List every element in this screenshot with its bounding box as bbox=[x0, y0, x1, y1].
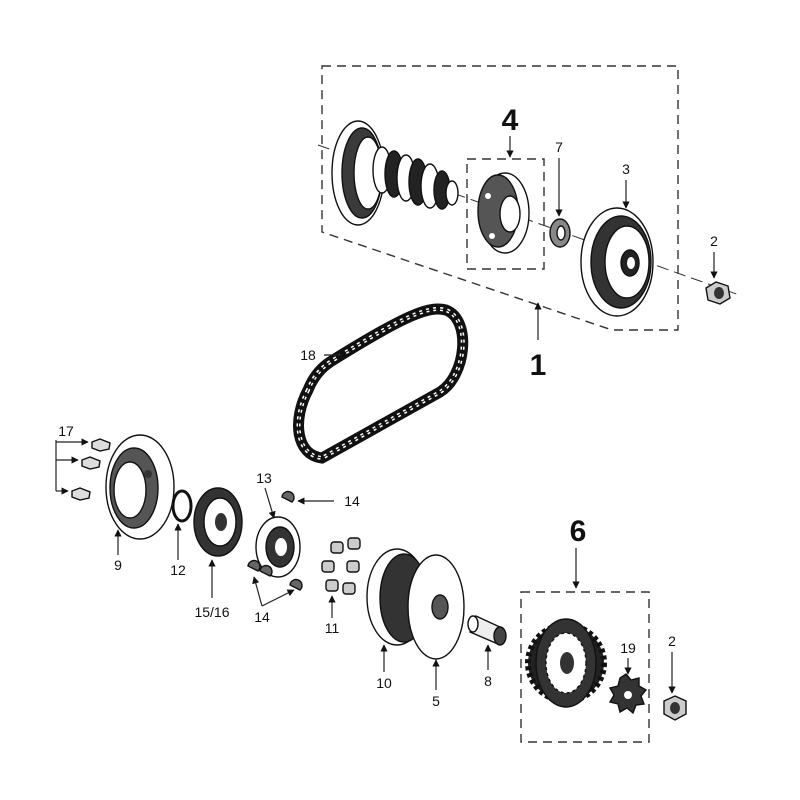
callout-14-bottom: 14 bbox=[254, 609, 270, 625]
callout-17: 17 bbox=[58, 423, 74, 439]
slider-14-set bbox=[247, 490, 303, 591]
callout-3: 3 bbox=[622, 161, 630, 177]
callout-14-top: 14 bbox=[344, 493, 360, 509]
callout-12: 12 bbox=[170, 562, 186, 578]
nut-2-top bbox=[705, 281, 731, 305]
callout-4: 4 bbox=[502, 104, 519, 137]
washer-7 bbox=[549, 218, 571, 248]
driven-pulley-with-spring bbox=[331, 120, 459, 226]
roller-weights-11 bbox=[321, 537, 361, 595]
nut-2-bottom bbox=[663, 695, 687, 721]
callout-9: 9 bbox=[114, 557, 122, 573]
variator-cover-9 bbox=[105, 434, 175, 540]
callout-8: 8 bbox=[484, 673, 492, 689]
starter-gear-19 bbox=[608, 673, 648, 715]
callout-1: 1 bbox=[530, 349, 547, 382]
movable-pulley-5 bbox=[407, 554, 465, 660]
callout-19: 19 bbox=[620, 640, 636, 656]
callout-numbers: 4 7 3 2 1 18 17 13 14 9 12 15/16 14 11 1… bbox=[58, 104, 718, 709]
leader-lines bbox=[55, 136, 718, 694]
bush-8 bbox=[467, 615, 507, 646]
callout-15-16: 15/16 bbox=[194, 604, 229, 620]
screw-17-set bbox=[71, 438, 111, 501]
assembly-4-dashed-box bbox=[466, 158, 545, 270]
callout-2-top: 2 bbox=[710, 233, 718, 249]
ramp-plate-13 bbox=[255, 516, 301, 578]
assembly-1-dashed-box bbox=[321, 65, 679, 331]
ramp-plate-15-16 bbox=[193, 487, 243, 557]
callout-10: 10 bbox=[376, 675, 392, 691]
callout-18: 18 bbox=[300, 347, 316, 363]
callout-6: 6 bbox=[570, 515, 587, 548]
o-ring-12 bbox=[171, 489, 193, 523]
drive-belt-18 bbox=[293, 303, 469, 464]
clutch-bell-3 bbox=[580, 207, 654, 317]
callout-13: 13 bbox=[256, 470, 272, 486]
drive-face-fan-6 bbox=[525, 618, 607, 708]
callout-5: 5 bbox=[432, 693, 440, 709]
callout-2-bottom: 2 bbox=[668, 633, 676, 649]
clutch-shoe-assembly bbox=[477, 172, 530, 254]
assembly-6-dashed-box bbox=[520, 591, 650, 743]
callout-7: 7 bbox=[555, 139, 563, 155]
callout-11: 11 bbox=[325, 620, 340, 636]
